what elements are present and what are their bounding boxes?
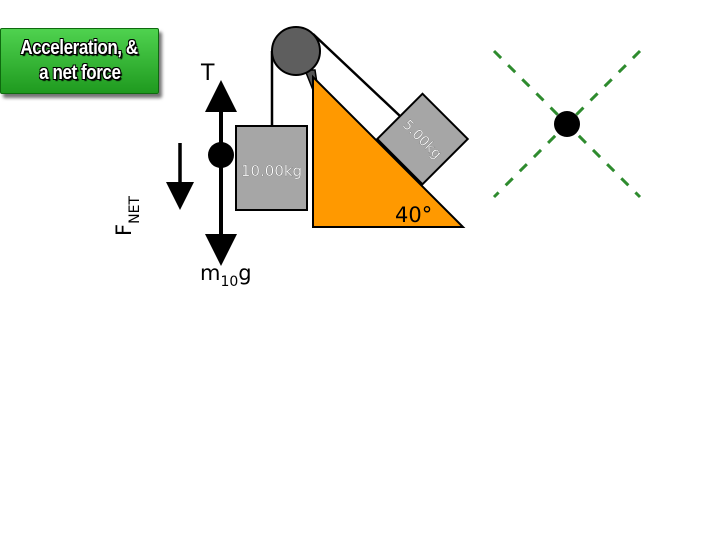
axis-point-mass xyxy=(554,111,580,137)
svg-text:FNET: FNET xyxy=(112,196,143,236)
tension-label: T xyxy=(200,61,215,86)
incline-wedge xyxy=(312,74,466,228)
weight-g: g xyxy=(238,261,251,285)
hanging-block-mass: 10.00kg xyxy=(241,162,302,180)
fnet-label: FNET xyxy=(112,196,143,236)
pulley xyxy=(271,26,321,76)
fnet-main: F xyxy=(112,224,136,236)
title-line-2: a net force xyxy=(38,62,121,84)
incline-block xyxy=(375,92,470,186)
weight-label: m10g xyxy=(200,261,252,290)
fnet-sub: NET xyxy=(127,196,143,224)
angle-label: 40° xyxy=(395,203,432,227)
rope-incline xyxy=(312,33,401,117)
fbd-point-mass xyxy=(208,142,234,168)
weight-main: m xyxy=(200,261,220,285)
weight-sub: 10 xyxy=(220,274,238,290)
hanging-block xyxy=(235,125,308,211)
title-banner: Acceleration, & a net force xyxy=(0,28,159,94)
title-line-1: Acceleration, & xyxy=(20,37,139,59)
